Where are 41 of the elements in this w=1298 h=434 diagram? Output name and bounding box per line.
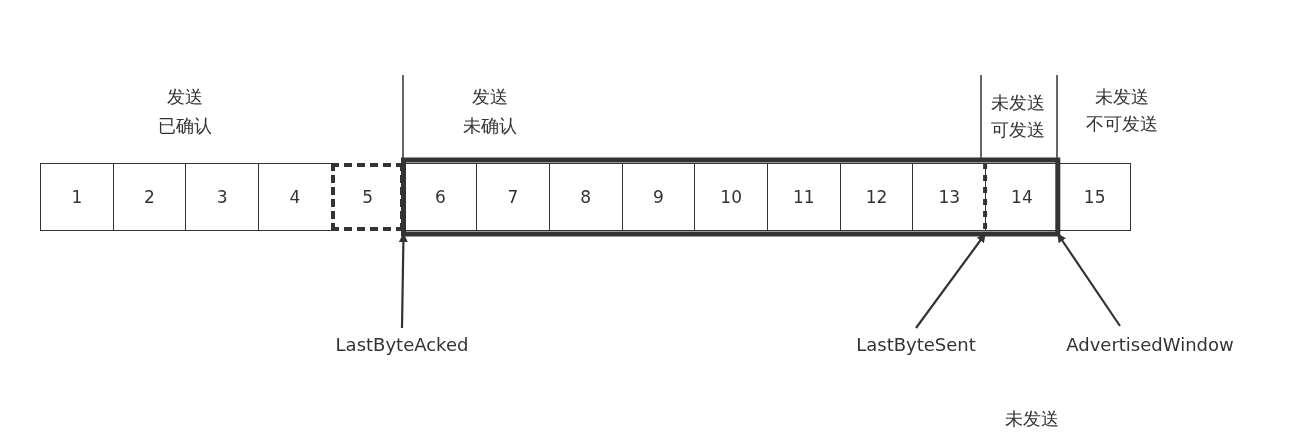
- sequence-number: 4: [289, 187, 301, 207]
- region-label: 已确认: [158, 117, 212, 135]
- sequence-cell: [40, 163, 114, 231]
- sequence-cell: [839, 163, 914, 231]
- sequence-cell: [912, 163, 987, 231]
- sequence-cell: [621, 163, 696, 231]
- sequence-number: 13: [938, 187, 961, 207]
- sequence-number: 5: [362, 187, 374, 207]
- pointer-arrow: [1056, 233, 1121, 327]
- sequence-cell: [258, 163, 332, 231]
- sequence-cell: [548, 163, 623, 231]
- sequence-number: 1: [71, 187, 83, 207]
- sequence-cell: [112, 163, 187, 231]
- pointer-label: LastByteAcked: [335, 334, 469, 355]
- sequence-number: 8: [580, 187, 592, 207]
- sequence-cell: [767, 163, 841, 231]
- region-label: 未发送: [1005, 410, 1059, 428]
- sequence-number: 11: [793, 187, 815, 207]
- region-label: 不可发送: [1086, 115, 1158, 133]
- sequence-cell: [694, 163, 768, 231]
- sequence-number: 2: [144, 187, 155, 207]
- region-label: 未确认: [463, 117, 517, 135]
- sequence-cell: [476, 163, 550, 231]
- sequence-number: 12: [865, 187, 888, 207]
- sequence-number: 14: [1011, 187, 1033, 207]
- region-label: 发送: [167, 88, 203, 106]
- sequence-number: 6: [434, 187, 446, 207]
- region-label: 可发送: [991, 121, 1045, 139]
- sequence-number: 15: [1083, 187, 1106, 207]
- pointer-arrow: [398, 233, 408, 328]
- sequence-number: 3: [216, 187, 228, 207]
- sequence-number: 7: [507, 187, 519, 207]
- region-label: 未发送: [991, 94, 1045, 112]
- pointer-arrow: [915, 233, 986, 329]
- sequence-cell: [403, 163, 478, 231]
- sequence-number: 9: [653, 187, 664, 207]
- sequence-cell: [1057, 163, 1132, 231]
- sequence-cell: [185, 163, 260, 231]
- region-label: 发送: [472, 88, 508, 106]
- region-label: 未发送: [1095, 88, 1149, 106]
- sequence-number: 10: [720, 187, 742, 207]
